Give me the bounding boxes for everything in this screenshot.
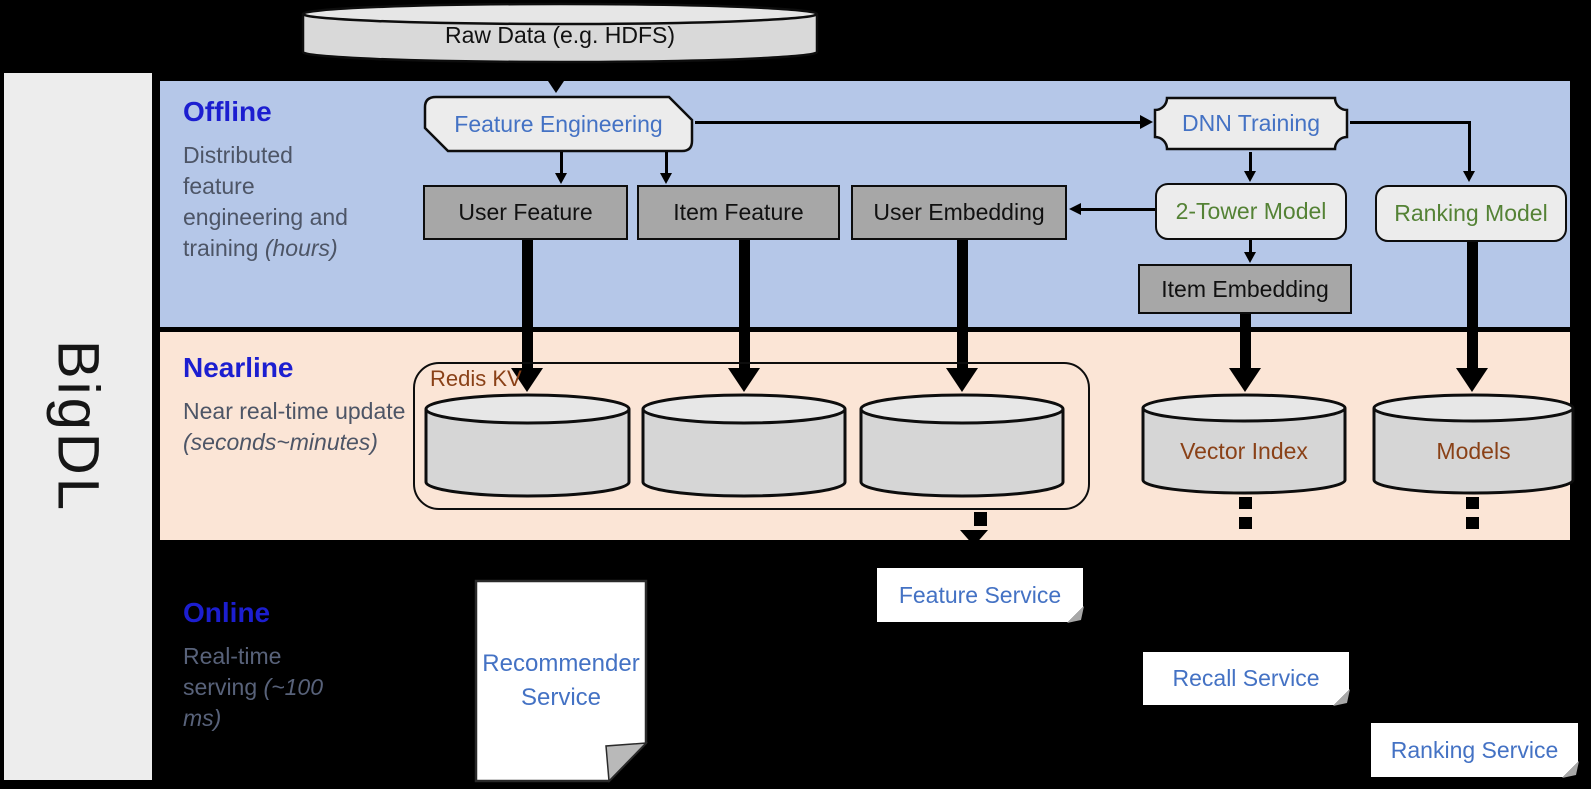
cylinder-body [424, 409, 631, 498]
item-embedding-box: Item Embedding [1138, 264, 1352, 314]
thick-arrow-itemfeature-to-redis [738, 240, 750, 372]
arrow-twotower-to-itemembedding [1249, 240, 1252, 255]
cylinder-body [641, 409, 847, 498]
thick-arrowhead-userembedding [946, 368, 978, 392]
thick-arrow-userfeature-to-redis [521, 240, 533, 372]
nearline-desc-italic: (seconds~minutes) [183, 429, 378, 455]
arrow-fe-to-itemfeature [665, 152, 668, 176]
user-embedding-box: User Embedding [851, 185, 1067, 240]
folded-corner-icon [1562, 761, 1579, 778]
item-feature-box: Item Feature [637, 185, 840, 240]
ranking-service-group: Ranking Service [1371, 723, 1579, 778]
offline-desc-italic: (hours) [264, 235, 338, 261]
redis-cylinder-1-icon [424, 393, 631, 498]
cylinder-top [1141, 393, 1347, 423]
online-desc-italic: (~100 ms) [183, 674, 324, 731]
cylinder-top [641, 393, 847, 425]
online-desc-text: Real-time serving [183, 643, 282, 700]
offline-desc: Distributed feature engineering and trai… [183, 140, 368, 264]
arrowhead-dnn-to-twotower [1243, 171, 1256, 182]
dnn-training-label: DNN Training [1181, 110, 1321, 136]
dashed-arrowhead-featureservice [959, 530, 988, 546]
folded-corner-icon [1333, 689, 1350, 706]
thick-arrow-itemembedding-to-vectorindex [1239, 314, 1251, 372]
redis-kv-container [413, 362, 1090, 510]
fold-flap [1067, 606, 1084, 623]
redis-cylinder-3-icon [859, 393, 1065, 498]
cylinder-top [859, 393, 1065, 425]
vector-index-label: Vector Index [1180, 437, 1308, 464]
dashed-arrow-models-2 [1465, 517, 1479, 529]
dashed-arrow-redis-to-featureservice [973, 512, 987, 526]
cylinder-body [859, 409, 1065, 498]
models-label: Models [1436, 437, 1511, 464]
arrowhead-fe-to-userfeature [554, 173, 567, 184]
nearline-desc-text: Near real-time update [183, 398, 406, 424]
dashed-arrow-vectorindex-1 [1238, 497, 1252, 509]
nearline-title: Nearline [183, 352, 294, 383]
feature-service-group: Feature Service [877, 568, 1084, 623]
user-feature-box: User Feature [423, 185, 628, 240]
feature-service-box: Feature Service [877, 568, 1083, 622]
doc-fold [605, 742, 648, 783]
arrowhead-fe-to-itemfeature [659, 173, 672, 184]
cylinder-body [301, 14, 819, 64]
online-title: Online [183, 597, 271, 628]
raw-data-cylinder-icon [301, 2, 819, 64]
cylinder-top [1372, 393, 1575, 423]
arrow-fe-to-userfeature [560, 152, 563, 176]
cylinder-body [1372, 408, 1575, 495]
recall-service-group: Recall Service [1143, 652, 1350, 706]
thick-arrow-userembedding-to-redis [956, 240, 968, 372]
recall-service-box: Recall Service [1143, 652, 1349, 705]
thick-arrowhead-userfeature [511, 368, 543, 392]
feature-engineering-shape [423, 95, 694, 153]
offline-title: Offline [183, 96, 272, 127]
cylinder-top [424, 393, 631, 425]
cylinder-body [1141, 408, 1347, 495]
ranking-model-box: Ranking Model [1375, 185, 1567, 242]
arrow-dnn-to-ranking-v [1468, 121, 1471, 174]
arrowhead-fe-to-dnn [1140, 114, 1153, 129]
arrow-rawdata-to-fe [554, 64, 559, 80]
ranking-service-box: Ranking Service [1371, 723, 1578, 777]
arrow-fe-to-dnn [695, 121, 1140, 124]
fold-flap [1562, 761, 1579, 778]
brand-sidebar: BigDL [4, 73, 152, 780]
dashed-arrow-vectorindex-2 [1238, 517, 1252, 529]
redis-kv-label: Redis KV [430, 366, 522, 391]
arrowhead-twotower-to-userembedding [1069, 203, 1081, 215]
feature-engineering-label: Feature Engineering [454, 110, 663, 137]
fold-flap [1333, 689, 1350, 706]
dnn-training-shape [1153, 96, 1349, 151]
vector-index-cylinder-icon [1141, 393, 1347, 495]
snip-rect [423, 95, 694, 153]
arrow-dnn-to-ranking-h [1350, 121, 1470, 124]
arrow-twotower-to-userembedding [1081, 208, 1155, 211]
folded-corner-icon [1067, 606, 1084, 623]
brand-label: BigDL [45, 340, 111, 513]
two-tower-model-box: 2-Tower Model [1155, 183, 1347, 240]
arrow-dnn-to-twotower [1249, 152, 1252, 174]
recommender-service-doc-icon [474, 579, 648, 783]
thick-arrowhead-vectorindex [1229, 368, 1261, 392]
models-cylinder-icon [1372, 393, 1575, 495]
arrowhead-rawdata-to-fe [546, 78, 566, 93]
thick-arrowhead-itemfeature [728, 368, 760, 392]
recommender-service-label: Recommender Service [482, 650, 640, 711]
raw-data-label: Raw Data (e.g. HDFS) [444, 21, 676, 48]
nearline-desc: Near real-time update (seconds~minutes) [183, 396, 408, 458]
plaque-rect [1153, 96, 1349, 151]
arrowhead-twotower-to-itemembedding [1243, 252, 1256, 263]
thick-arrowhead-models [1456, 368, 1488, 392]
dashed-arrow-models-1 [1465, 497, 1479, 509]
thick-arrow-rankingmodel-to-models [1466, 242, 1478, 370]
offline-desc-text: Distributed feature engineering and trai… [183, 142, 348, 261]
redis-cylinder-2-icon [641, 393, 847, 498]
online-desc: Real-time serving (~100 ms) [183, 641, 338, 734]
cylinder-top [301, 2, 819, 26]
arrowhead-dnn-to-ranking [1463, 171, 1475, 182]
